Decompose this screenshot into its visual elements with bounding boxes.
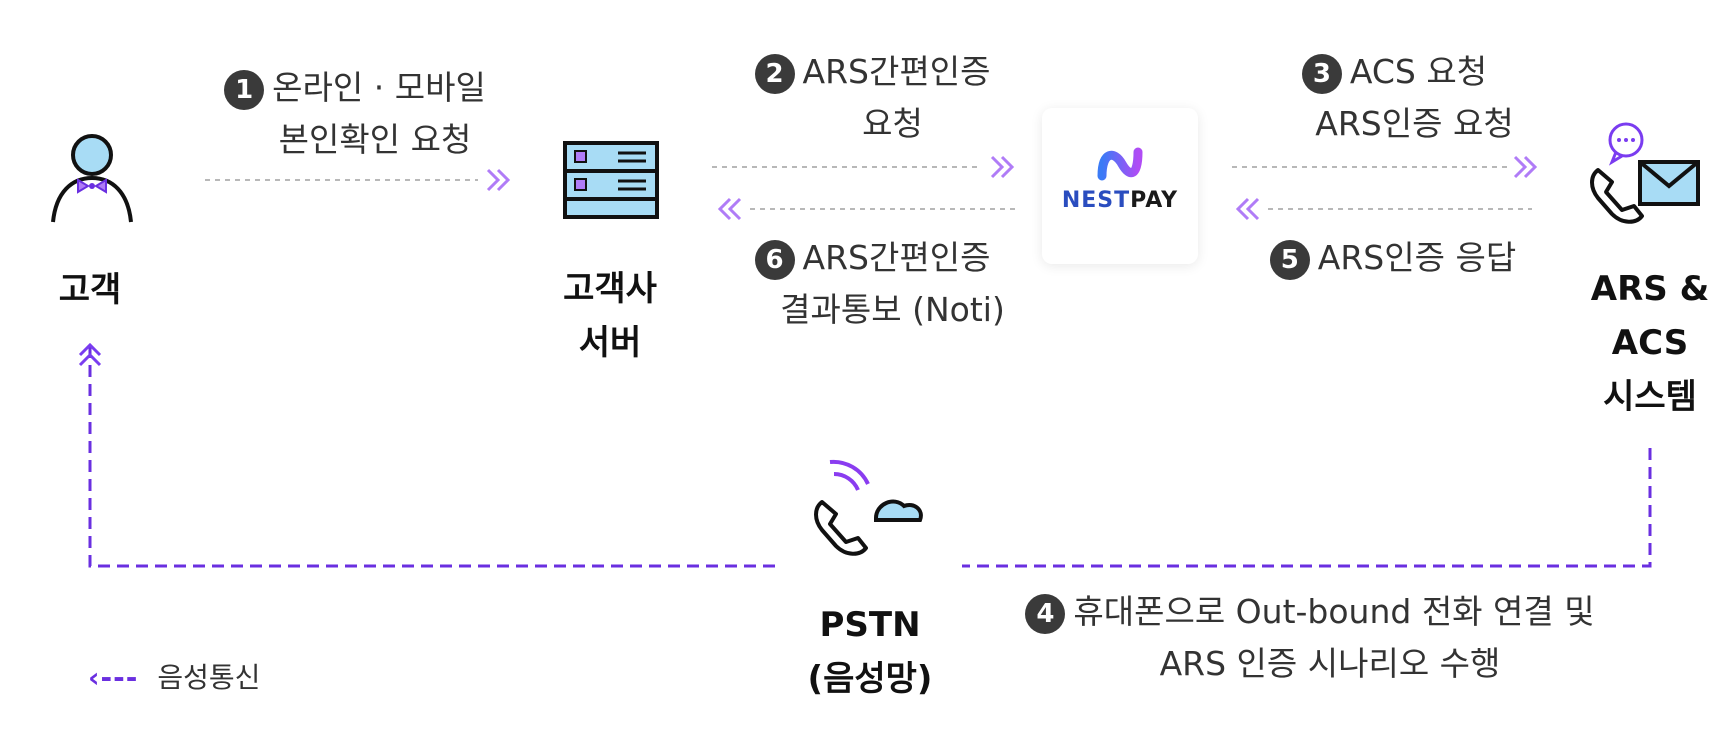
ars-label-line2: ACS [1611,323,1689,363]
step-2-number-badge: 2 [754,53,795,94]
legend-voice-line-symbol: ‹--- [88,661,139,694]
nestpay-logo-text: NESTPAY [1042,188,1198,213]
step-1-number-badge: 1 [224,69,265,110]
request-arrow-1-head [486,168,511,192]
logo-text-nest: NEST [1061,188,1131,213]
step-3-number-badge: 3 [1301,53,1342,94]
ars-label-line1: ARS & [1590,269,1710,309]
voice-line-ars-to-pstn [962,448,1652,568]
step-1-line2: 본인확인 요청 [278,120,472,159]
step-6-line2: 결과통보 (Noti) [780,290,1005,329]
step-6-number-badge: 6 [754,239,795,280]
pstn-label-line2: (음성망) [807,659,933,699]
step-6-line1: ARS간편인증 [802,238,991,277]
nestpay-logo-mark [1097,147,1143,181]
response-arrow-5-head [1235,197,1260,221]
logo-text-pay: PAY [1130,188,1179,213]
step-4-line2: ARS 인증 시나리오 수행 [1159,644,1501,683]
step-5-line1: ARS인증 응답 [1317,238,1517,277]
request-arrow-2-head [990,155,1015,179]
ars-label-line3: 시스템 [1603,377,1697,417]
step-3-line1: ACS 요청 [1349,52,1488,91]
server-label-line2: 서버 [578,323,642,363]
response-arrow-6-head [717,197,742,221]
legend: ‹--- 음성통신 [88,660,260,696]
pstn-label: PSTN (음성망) [780,598,960,706]
ars-acs-label: ARS & ACS 시스템 [1575,262,1725,424]
step-2-line1: ARS간편인증 [802,52,991,91]
server-label-line1: 고객사 [563,269,657,309]
step-3-line2: ARS인증 요청 [1315,104,1514,143]
step-1-line1: 온라인 · 모바일 [272,68,486,107]
step-5-number-badge: 5 [1269,239,1310,280]
step-2-line2: 요청 [862,104,923,143]
request-arrow-3-head [1513,155,1538,179]
nestpay-logo-card: NESTPAY [1042,108,1198,264]
voice-arrow-head [78,342,102,367]
pstn-label-line1: PSTN [819,605,921,645]
step-4-line1: 휴대폰으로 Out-bound 전화 연결 및 [1073,592,1595,631]
server-label: 고객사 서버 [540,262,680,370]
voice-line-pstn-to-customer [88,345,775,568]
step-4-number-badge: 4 [1025,593,1066,634]
legend-label: 음성통신 [157,661,261,694]
customer-label: 고객 [58,270,122,310]
